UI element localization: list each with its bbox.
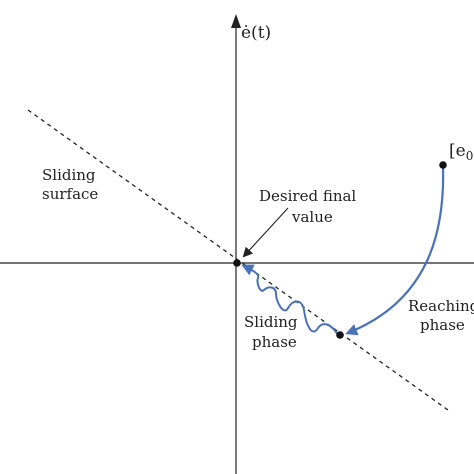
sliding-surface-label-line2: surface [42,185,98,203]
sliding-phase-label-line2: phase [252,333,297,351]
initial-point [439,161,447,169]
desired-final-value-label-line1: Desired final [259,187,356,205]
origin-point [233,259,241,267]
desired-value-pointer [242,207,289,258]
y-axis-label: ė(t) [241,23,271,43]
sliding-phase-label-line1: Sliding [244,313,298,331]
initial-point-label: [e00 [449,141,474,163]
y-axis-arrowhead [231,14,241,28]
sliding-surface-label-line1: Sliding [42,166,96,184]
reaching-trajectory [345,164,445,336]
desired-final-value-label-line2: value [291,208,333,226]
reaching-phase-label-line1: Reaching [408,297,474,315]
surface-hit-point [336,331,344,339]
sliding-trajectory [241,264,339,336]
reaching-phase-label-line2: phase [420,316,465,334]
